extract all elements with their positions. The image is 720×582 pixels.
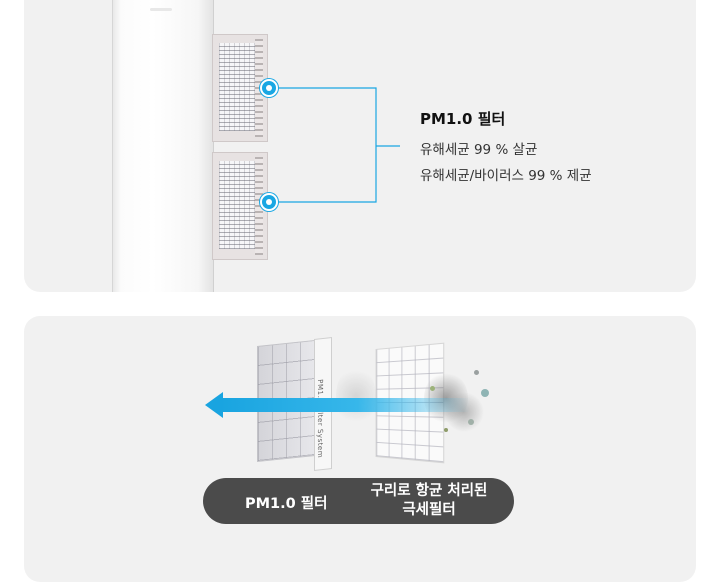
filter-cartridge-upper: [212, 34, 268, 142]
particle: [444, 428, 448, 432]
airflow-arrow-body: [220, 398, 470, 412]
label-copper-mesh-filter: 구리로 항균 처리된 극세필터: [359, 482, 499, 520]
airflow-arrow-head: [205, 392, 223, 418]
air-purifier-body: [112, 0, 214, 292]
label-copper-line-2: 극세필터: [402, 502, 456, 518]
filter-mesh: [219, 43, 255, 131]
filter-rail: [255, 157, 263, 255]
purifier-top-trim: [150, 8, 172, 11]
callout-title: PM1.0 필터: [420, 110, 506, 128]
hotspot-marker-upper: [260, 79, 278, 97]
hotspot-marker-lower: [260, 193, 278, 211]
callout-line-1: 유해세균 99 % 살균: [420, 142, 538, 158]
product-feature-panel-top: PM1.0 필터 유해세균 99 % 살균 유해세균/바이러스 99 % 제균: [24, 0, 696, 292]
particle: [468, 419, 474, 425]
fine-dust-cloud: [336, 366, 376, 426]
callout-connector-lines: [276, 87, 400, 203]
particle: [474, 370, 479, 375]
filter-label-pill: PM1.0 필터 구리로 항균 처리된 극세필터: [203, 478, 514, 524]
filter-mesh: [219, 161, 255, 249]
filter-rail: [255, 39, 263, 137]
label-pm10-filter: PM1.0 필터: [245, 496, 328, 512]
label-copper-line-1: 구리로 항균 처리된: [370, 483, 488, 499]
filtration-diagram-panel: PM1.0 Filter System PM1.0 필터 구리로 항균 처리된 …: [24, 316, 696, 582]
particle: [430, 386, 435, 391]
filter-cartridge-lower: [212, 152, 268, 260]
callout-line-2: 유해세균/바이러스 99 % 제균: [420, 168, 592, 184]
filter-frame-label: PM1.0 Filter System: [316, 378, 324, 459]
particle: [481, 389, 489, 397]
